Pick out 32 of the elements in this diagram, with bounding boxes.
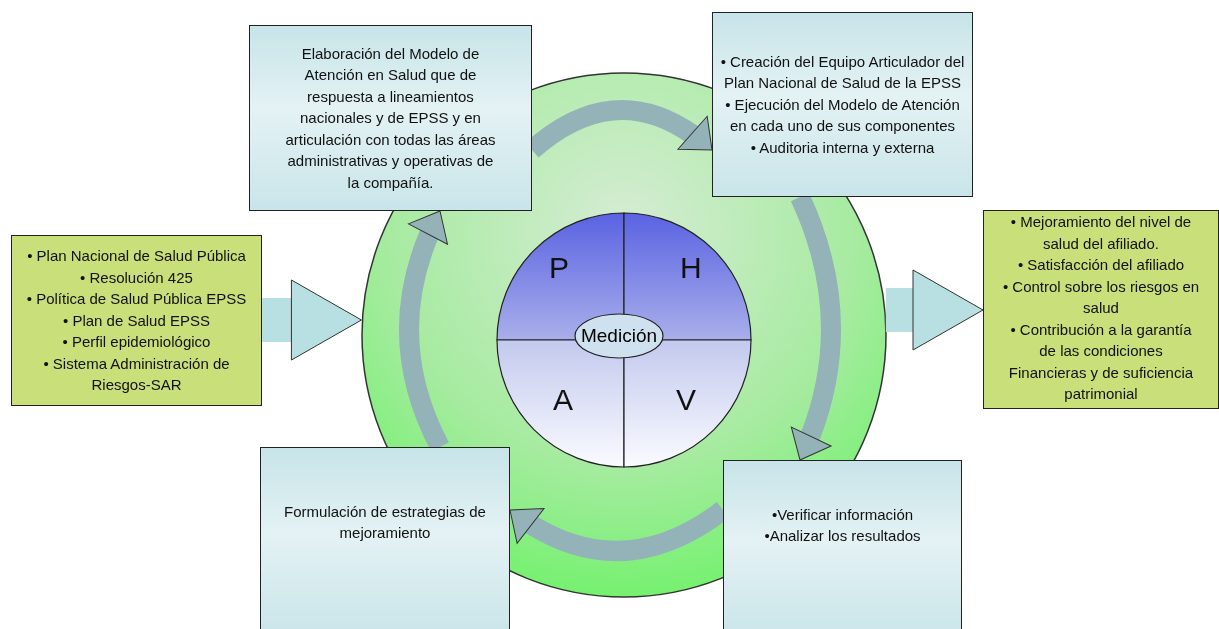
text-box	[712, 12, 973, 197]
box-text: • Sistema Administración de Riesgos-SAR	[42, 353, 231, 396]
box-text: • Mejoramiento del nivel de salud del afiliado.	[1009, 212, 1193, 254]
quadrant	[624, 340, 751, 467]
node-label: Medición	[581, 325, 657, 347]
box-text: Formulación de estrategias de mejoramiento	[283, 501, 487, 543]
box-text: •Analizar los resultados	[764, 526, 921, 546]
box-text: • Plan de Salud EPSS	[62, 310, 211, 331]
box-text: • Resolución 425	[79, 267, 194, 288]
text-box	[249, 25, 532, 211]
box-text: • Auditoria interna y externa	[749, 137, 936, 158]
box-text: • Política de Salud Pública EPSS	[25, 289, 248, 310]
block-arrow	[262, 279, 362, 361]
box-text: • Control sobre los riesgos en salud	[1001, 276, 1201, 318]
text-box	[723, 460, 962, 629]
text-box	[11, 235, 262, 406]
box-text: • Plan Nacional de Salud Pública	[26, 246, 247, 267]
quadrant-letter: H	[680, 253, 702, 283]
box-text: • Ejecución del Modelo de Atención en cada uno de sus componentes	[724, 94, 961, 137]
box-text: • Perfil epidemiológico	[61, 332, 212, 353]
box-text: Elaboración del Modelo de Atención en Salud que de respuesta a lineamientos nacionales y de EPSS y en articulación con todas las áreas administrativas y operativas de la compañía.	[284, 43, 497, 193]
text-box	[983, 210, 1219, 409]
quadrant-letter: A	[553, 385, 573, 415]
quadrant	[497, 340, 624, 467]
quadrant-letter: P	[549, 253, 569, 283]
box-text: • Contribución a la garantía de las condiciones Financieras y de suficiencia patrimonial	[1007, 319, 1195, 404]
text-box	[260, 447, 510, 629]
block-arrow	[885, 269, 984, 351]
box-text: • Creación del Equipo Articulador del Plan Nacional de Salud de la EPSS	[719, 51, 966, 94]
box-text: • Satisfacción del afiliado	[1016, 255, 1186, 275]
box-text: •Verificar información	[770, 504, 915, 525]
quadrant-letter: V	[676, 385, 696, 415]
